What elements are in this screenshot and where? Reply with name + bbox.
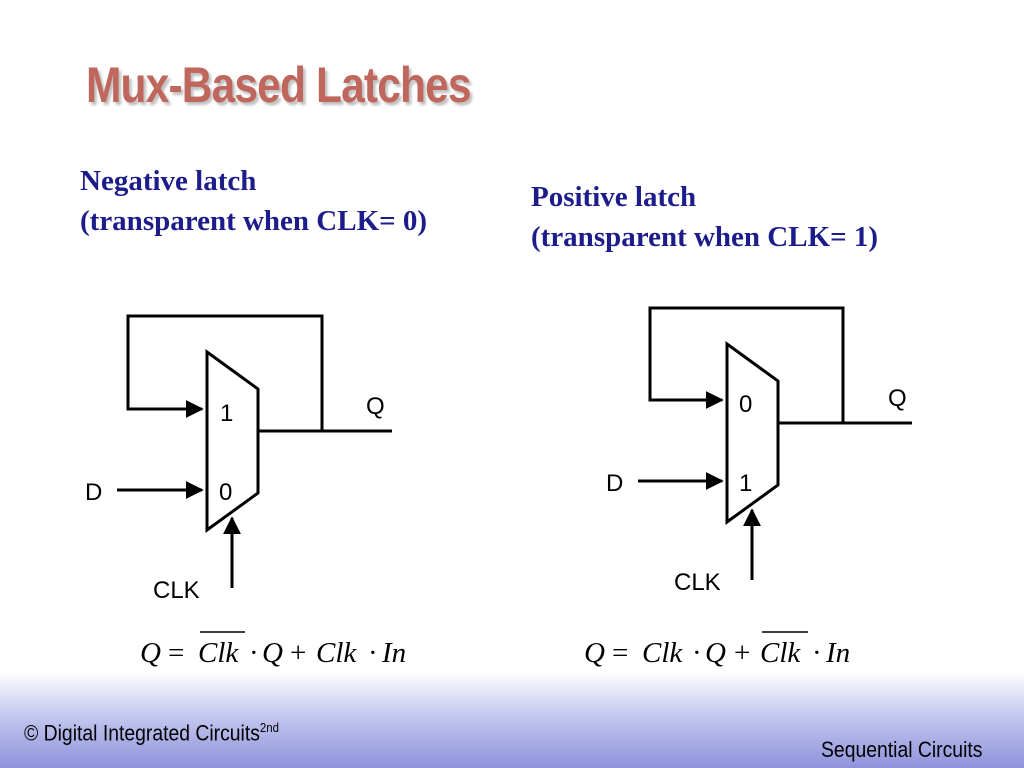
- footer-band: [0, 672, 1024, 768]
- positive-latch-heading: Positive latch (transparent when CLK= 1): [531, 177, 878, 257]
- neg-eq-equals: =: [168, 637, 184, 669]
- negative-mux: [205, 349, 260, 533]
- neg-eq-lhs: Q: [140, 637, 161, 669]
- negative-clk-label: CLK: [153, 577, 200, 604]
- negative-d-label: D: [85, 479, 102, 506]
- negative-q-label: Q: [366, 393, 385, 420]
- neg-eq-clk2: Clk: [316, 637, 357, 669]
- footer-copyright: © Digital Integrated Circuits2nd: [24, 720, 279, 746]
- pos-eq-clk1: Clk: [642, 637, 683, 669]
- positive-q-label: Q: [888, 385, 907, 412]
- negative-latch-title: Negative latch: [80, 165, 257, 197]
- footer-edition: 2nd: [259, 720, 280, 735]
- negative-feedback-wire: [126, 314, 324, 431]
- positive-latch-circuit: [638, 306, 912, 580]
- neg-eq-q: Q: [262, 637, 283, 669]
- pos-eq-lhs: Q: [584, 637, 605, 669]
- pos-eq-equals: =: [612, 637, 628, 669]
- pos-eq-clk2: Clk: [760, 637, 801, 669]
- negative-equation: Q = Clk · Q + Clk · In: [140, 631, 406, 669]
- pos-eq-dot1: ·: [692, 637, 702, 669]
- footer-section-title: Sequential Circuits: [820, 737, 982, 762]
- positive-d-label: D: [606, 470, 623, 497]
- neg-eq-plus: +: [290, 637, 306, 669]
- negative-latch-subtitle: (transparent when CLK= 0): [80, 205, 428, 237]
- negative-mux-input-1-label: 1: [220, 400, 233, 427]
- positive-feedback-wire: [648, 306, 845, 423]
- footer-copyright-text: © Digital Integrated Circuits: [24, 720, 260, 746]
- neg-eq-dot2: ·: [368, 637, 378, 669]
- neg-eq-dot1: ·: [249, 637, 259, 669]
- slide-title: Mux-Based Latches: [86, 57, 472, 113]
- positive-latch-subtitle: (transparent when CLK= 1): [531, 221, 879, 253]
- positive-mux-input-1-label: 1: [739, 470, 752, 497]
- positive-clk-label: CLK: [674, 569, 721, 596]
- positive-latch-title: Positive latch: [531, 181, 697, 213]
- pos-eq-dot2: ·: [812, 637, 822, 669]
- negative-latch-circuit: [117, 314, 392, 588]
- negative-mux-input-0-label: 0: [219, 479, 232, 506]
- negative-latch-heading: Negative latch (transparent when CLK= 0): [80, 161, 427, 241]
- positive-equation: Q = Clk · Q + Clk · In: [584, 631, 850, 669]
- neg-eq-in: In: [381, 637, 406, 669]
- positive-mux: [725, 341, 780, 525]
- pos-eq-q: Q: [705, 637, 726, 669]
- pos-eq-plus: +: [734, 637, 750, 669]
- positive-mux-input-0-label: 0: [739, 391, 752, 418]
- neg-eq-clk1: Clk: [198, 637, 239, 669]
- pos-eq-in: In: [825, 637, 850, 669]
